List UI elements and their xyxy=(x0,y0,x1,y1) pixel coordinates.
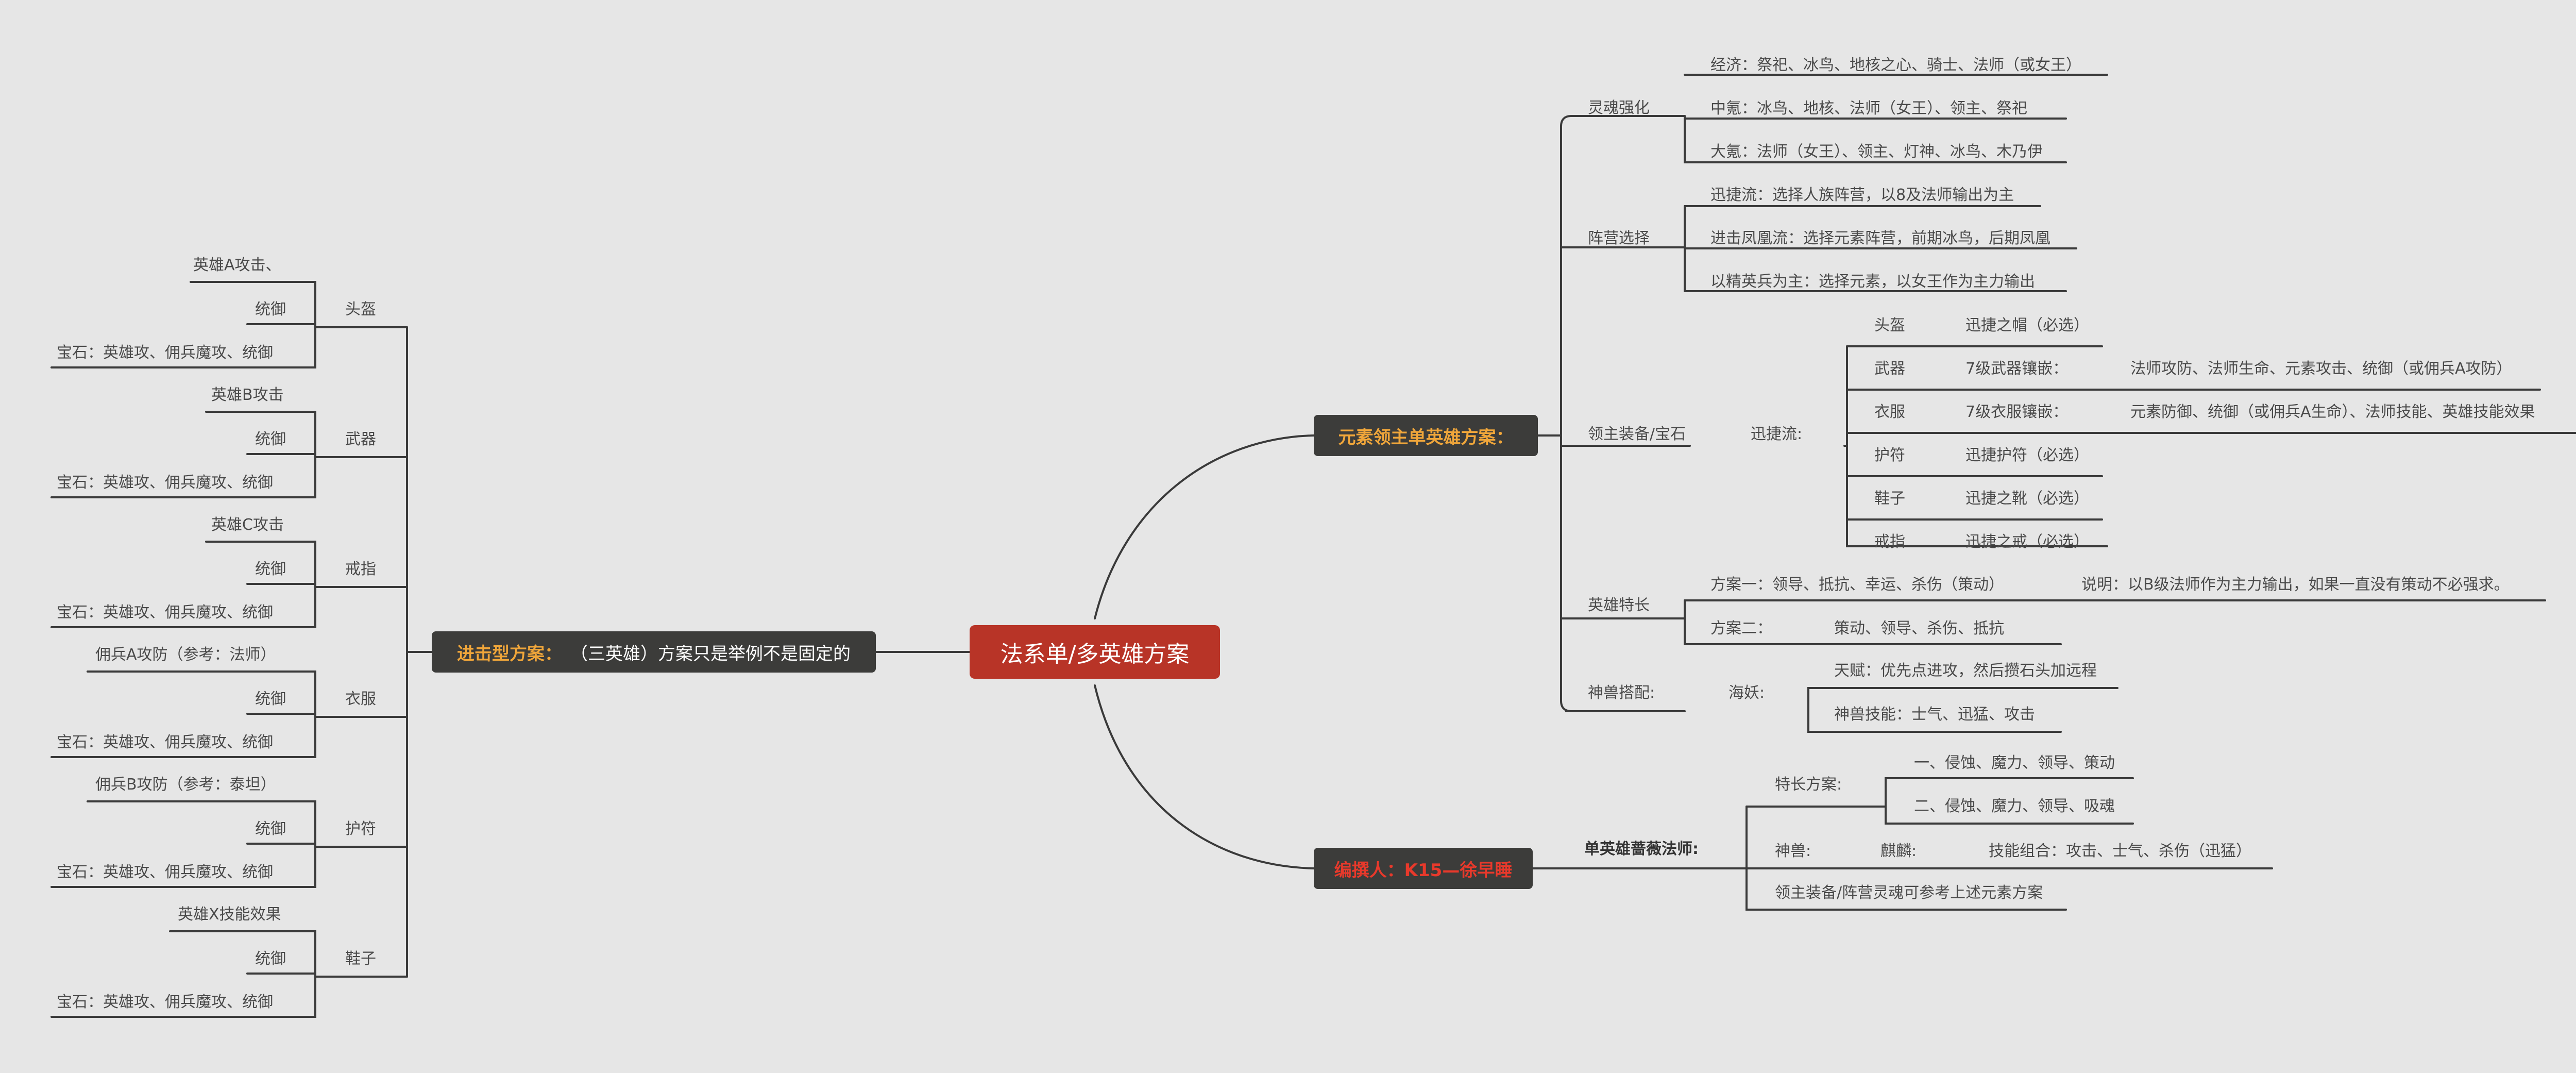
mage-special-item[interactable]: 二、侵蚀、魔力、领导、吸魂 xyxy=(1914,797,2115,815)
equip-slot[interactable]: 头盔 xyxy=(1874,316,1905,334)
group-label[interactable]: 护符 xyxy=(345,820,376,838)
group-item[interactable]: 统御 xyxy=(255,820,286,838)
editor-prefix: 编撰人： xyxy=(1334,860,1404,881)
mage-special-label[interactable]: 特长方案: xyxy=(1775,776,1842,794)
left-hub-highlight: 进击型方案： xyxy=(457,643,562,664)
group-item[interactable]: 宝石：英雄攻、佣兵魔攻、统御 xyxy=(57,474,273,492)
group-item[interactable]: 统御 xyxy=(255,690,286,708)
beast-item[interactable]: 天赋：优先点进攻，然后攒石头加远程 xyxy=(1834,662,2097,680)
group-item[interactable]: 统御 xyxy=(255,950,286,968)
element-lord-hub-label: 元素领主单英雄方案： xyxy=(1338,427,1514,448)
equip-item[interactable]: 迅捷之帽（必选） xyxy=(1965,316,2089,334)
soul-item[interactable]: 中氪：冰鸟、地核、法师（女王）、领主、祭祀 xyxy=(1710,99,2027,118)
mage-beast-label[interactable]: 神兽: xyxy=(1775,842,1811,860)
group-item[interactable]: 宝石：英雄攻、佣兵魔攻、统御 xyxy=(57,993,273,1011)
soul-item[interactable]: 经济：祭祀、冰鸟、地核之心、骑士、法师（或女王） xyxy=(1710,56,2081,74)
rose-mage-label[interactable]: 单英雄蔷薇法师: xyxy=(1584,840,1699,858)
group-label[interactable]: 鞋子 xyxy=(345,950,376,968)
group-item[interactable]: 佣兵B攻防（参考：泰坦） xyxy=(95,776,276,794)
central-topic[interactable]: 法系单/多英雄方案 xyxy=(970,625,1220,679)
beast-item[interactable]: 神兽技能：士气、迅猛、攻击 xyxy=(1834,706,2035,724)
special-label[interactable]: 英雄特长 xyxy=(1588,596,1650,614)
equip-item[interactable]: 7级衣服镶嵌： xyxy=(1965,403,2069,421)
equip-item[interactable]: 迅捷护符（必选） xyxy=(1965,446,2089,464)
equip-slot[interactable]: 鞋子 xyxy=(1874,490,1905,508)
group-item[interactable]: 宝石：英雄攻、佣兵魔攻、统御 xyxy=(57,733,273,751)
group-item[interactable]: 英雄B攻击 xyxy=(211,386,284,404)
group-label[interactable]: 武器 xyxy=(345,430,376,448)
element-lord-hub-node[interactable]: 元素领主单英雄方案： xyxy=(1314,415,1538,456)
group-item[interactable]: 统御 xyxy=(255,300,286,318)
left-hub-node[interactable]: 进击型方案： （三英雄）方案只是举例不是固定的 xyxy=(432,631,876,673)
beast-label[interactable]: 神兽搭配: xyxy=(1588,684,1655,702)
special-note[interactable]: 说明：以B级法师作为主力输出，如果一直没有策动不必强求。 xyxy=(2081,576,2510,594)
mage-equip-note[interactable]: 领主装备/阵营灵魂可参考上述元素方案 xyxy=(1775,884,2043,902)
equip-item[interactable]: 迅捷之戒（必选） xyxy=(1965,533,2089,551)
editor-name: K15—徐早睡 xyxy=(1404,860,1513,881)
mage-special-item[interactable]: 一、侵蚀、魔力、领导、策动 xyxy=(1914,754,2115,772)
camp-item[interactable]: 以精英兵为主：选择元素，以女王作为主力输出 xyxy=(1710,273,2035,291)
group-item[interactable]: 宝石：英雄攻、佣兵魔攻、统御 xyxy=(57,603,273,622)
special-plan-2-skills[interactable]: 策动、领导、杀伤、抵抗 xyxy=(1834,619,2004,638)
group-item[interactable]: 英雄X技能效果 xyxy=(178,906,281,924)
equip-slot[interactable]: 护符 xyxy=(1874,446,1905,464)
camp-item[interactable]: 迅捷流：选择人族阵营，以8及法师输出为主 xyxy=(1710,186,2014,204)
special-plan-1[interactable]: 方案一：领导、抵抗、幸运、杀伤（策动） xyxy=(1710,576,2004,594)
equip-sub-label[interactable]: 迅捷流: xyxy=(1751,425,1803,443)
beast-sub-label[interactable]: 海妖: xyxy=(1728,684,1765,702)
camp-label[interactable]: 阵营选择 xyxy=(1588,229,1650,247)
equip-label[interactable]: 领主装备/宝石 xyxy=(1588,425,1686,443)
mage-beast-skills[interactable]: 技能组合：攻击、士气、杀伤（迅猛） xyxy=(1989,842,2251,860)
mage-beast-name[interactable]: 麒麟: xyxy=(1880,842,1917,860)
camp-item[interactable]: 进击凤凰流：选择元素阵营，前期冰鸟，后期凤凰 xyxy=(1710,229,2050,247)
group-item[interactable]: 宝石：英雄攻、佣兵魔攻、统御 xyxy=(57,863,273,881)
group-label[interactable]: 戒指 xyxy=(345,560,376,578)
group-item[interactable]: 统御 xyxy=(255,430,286,448)
equip-slot[interactable]: 武器 xyxy=(1874,360,1905,378)
group-item[interactable]: 英雄C攻击 xyxy=(211,516,284,534)
equip-detail[interactable]: 元素防御、统御（或佣兵A生命）、法师技能、英雄技能效果 xyxy=(2130,403,2535,421)
group-label[interactable]: 衣服 xyxy=(345,690,376,708)
equip-detail[interactable]: 法师攻防、法师生命、元素攻击、统御（或佣兵A攻防） xyxy=(2130,360,2512,378)
group-item[interactable]: 英雄A攻击、 xyxy=(193,256,281,274)
soul-label[interactable]: 灵魂强化 xyxy=(1588,99,1650,117)
group-label[interactable]: 头盔 xyxy=(345,300,376,318)
equip-slot[interactable]: 衣服 xyxy=(1874,403,1905,421)
special-plan-2[interactable]: 方案二： xyxy=(1710,619,1772,638)
editor-hub-node[interactable]: 编撰人： K15—徐早睡 xyxy=(1314,848,1533,889)
group-item[interactable]: 统御 xyxy=(255,560,286,578)
group-item[interactable]: 宝石：英雄攻、佣兵魔攻、统御 xyxy=(57,344,273,362)
equip-slot[interactable]: 戒指 xyxy=(1874,533,1905,551)
central-topic-label: 法系单/多英雄方案 xyxy=(1000,641,1190,667)
equip-item[interactable]: 迅捷之靴（必选） xyxy=(1965,490,2089,508)
group-item[interactable]: 佣兵A攻防（参考：法师） xyxy=(95,646,276,664)
left-hub-rest: （三英雄）方案只是举例不是固定的 xyxy=(570,643,851,664)
soul-item[interactable]: 大氪：法师（女王）、领主、灯神、冰鸟、木乃伊 xyxy=(1710,143,2043,161)
equip-item[interactable]: 7级武器镶嵌： xyxy=(1965,360,2069,378)
